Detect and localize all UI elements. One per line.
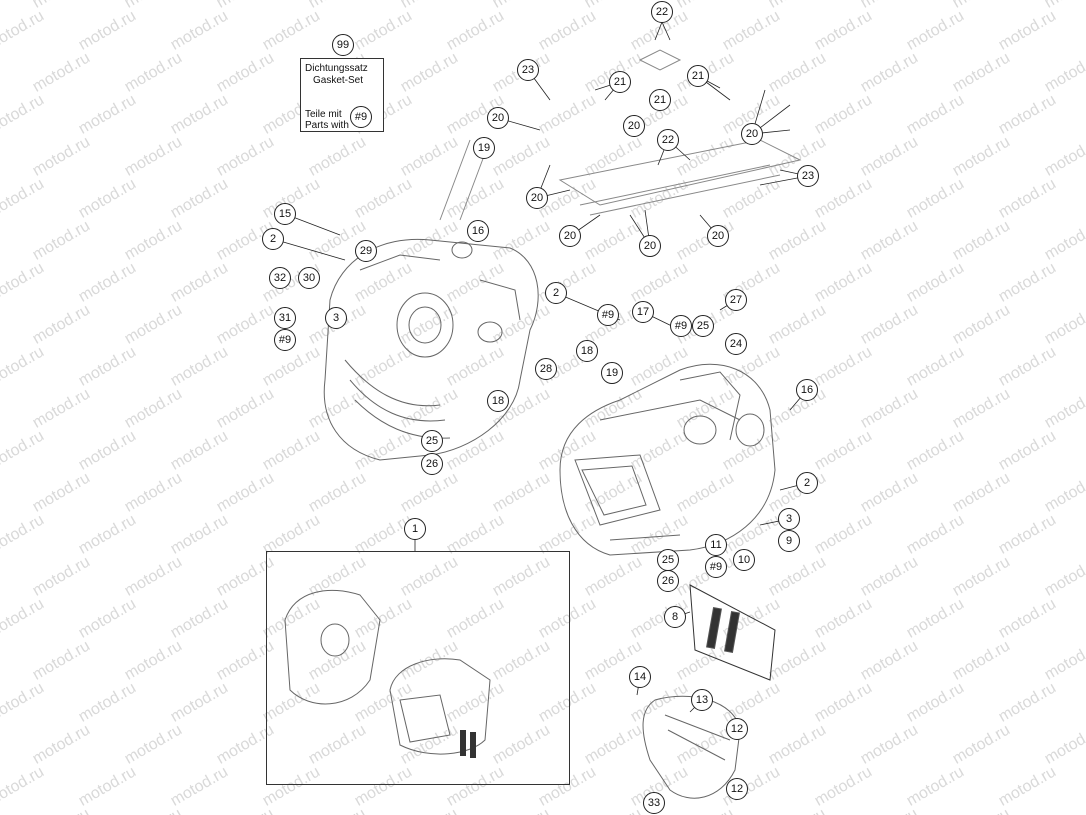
- callout-22[interactable]: 22: [657, 129, 679, 151]
- gasket-set-box: Dichtungssatz Gasket-Set Teile mit Parts…: [300, 58, 384, 132]
- callout-12[interactable]: 12: [726, 718, 748, 740]
- callout-10[interactable]: 10: [733, 549, 755, 571]
- callout-31[interactable]: 31: [274, 307, 296, 329]
- callout-20[interactable]: 20: [623, 115, 645, 137]
- callout-23[interactable]: 23: [797, 165, 819, 187]
- callout-3[interactable]: 3: [778, 508, 800, 530]
- callout-17[interactable]: 17: [632, 301, 654, 323]
- gasket-box-ref[interactable]: #9: [350, 106, 372, 128]
- callout-14[interactable]: 14: [629, 666, 651, 688]
- gasket-box-line4: Parts with: [305, 120, 349, 131]
- callout-20[interactable]: 20: [707, 225, 729, 247]
- callout-20[interactable]: 20: [559, 225, 581, 247]
- callout-ref-9[interactable]: #9: [597, 304, 619, 326]
- callout-27[interactable]: 27: [725, 289, 747, 311]
- callout-26[interactable]: 26: [421, 453, 443, 475]
- callout-13[interactable]: 13: [691, 689, 713, 711]
- stator-cover: [642, 695, 741, 799]
- callout-ref-9[interactable]: #9: [705, 556, 727, 578]
- callout-19[interactable]: 19: [473, 137, 495, 159]
- callout-2[interactable]: 2: [796, 472, 818, 494]
- balancer-shafts: [439, 49, 802, 221]
- callout-19[interactable]: 19: [601, 362, 623, 384]
- left-crankcase-half: [323, 238, 539, 461]
- callout-20[interactable]: 20: [487, 107, 509, 129]
- gasket-box-line3: Teile mit: [305, 109, 342, 120]
- callout-11[interactable]: 11: [705, 534, 727, 556]
- gasket-sheet: [689, 584, 776, 681]
- crankcase-set-thumbnail: [284, 589, 491, 758]
- callout-21[interactable]: 21: [609, 71, 631, 93]
- callout-15[interactable]: 15: [274, 203, 296, 225]
- callout-ref-9[interactable]: #9: [670, 315, 692, 337]
- callout-24[interactable]: 24: [725, 333, 747, 355]
- gasket-set-number[interactable]: 99: [332, 34, 354, 56]
- callout-25[interactable]: 25: [692, 315, 714, 337]
- callout-2[interactable]: 2: [262, 228, 284, 250]
- callout-26[interactable]: 26: [657, 570, 679, 592]
- callout-18[interactable]: 18: [487, 390, 509, 412]
- callout-25[interactable]: 25: [657, 549, 679, 571]
- callout-28[interactable]: 28: [535, 358, 557, 380]
- callout-9[interactable]: 9: [778, 530, 800, 552]
- crankcase-set-frame: [266, 551, 570, 785]
- callout-8[interactable]: 8: [664, 606, 686, 628]
- callout-25[interactable]: 25: [421, 430, 443, 452]
- right-crankcase-half: [559, 363, 776, 556]
- callout-21[interactable]: 21: [649, 89, 671, 111]
- callout-12[interactable]: 12: [726, 778, 748, 800]
- callout-16[interactable]: 16: [796, 379, 818, 401]
- callout-2[interactable]: 2: [545, 282, 567, 304]
- callout-30[interactable]: 30: [298, 267, 320, 289]
- callout-20[interactable]: 20: [741, 123, 763, 145]
- callout-18[interactable]: 18: [576, 340, 598, 362]
- callout-33[interactable]: 33: [643, 792, 665, 814]
- callout-ref-9[interactable]: #9: [274, 329, 296, 351]
- callout-20[interactable]: 20: [639, 235, 661, 257]
- callout-16[interactable]: 16: [467, 220, 489, 242]
- callout-1[interactable]: 1: [404, 518, 426, 540]
- callout-29[interactable]: 29: [355, 240, 377, 262]
- callout-3[interactable]: 3: [325, 307, 347, 329]
- callout-32[interactable]: 32: [269, 267, 291, 289]
- callout-23[interactable]: 23: [517, 59, 539, 81]
- gasket-box-line2: Gasket-Set: [313, 75, 364, 86]
- callout-21[interactable]: 21: [687, 65, 709, 87]
- callout-22[interactable]: 22: [651, 1, 673, 23]
- gasket-box-line1: Dichtungssatz: [305, 63, 368, 74]
- callout-20[interactable]: 20: [526, 187, 548, 209]
